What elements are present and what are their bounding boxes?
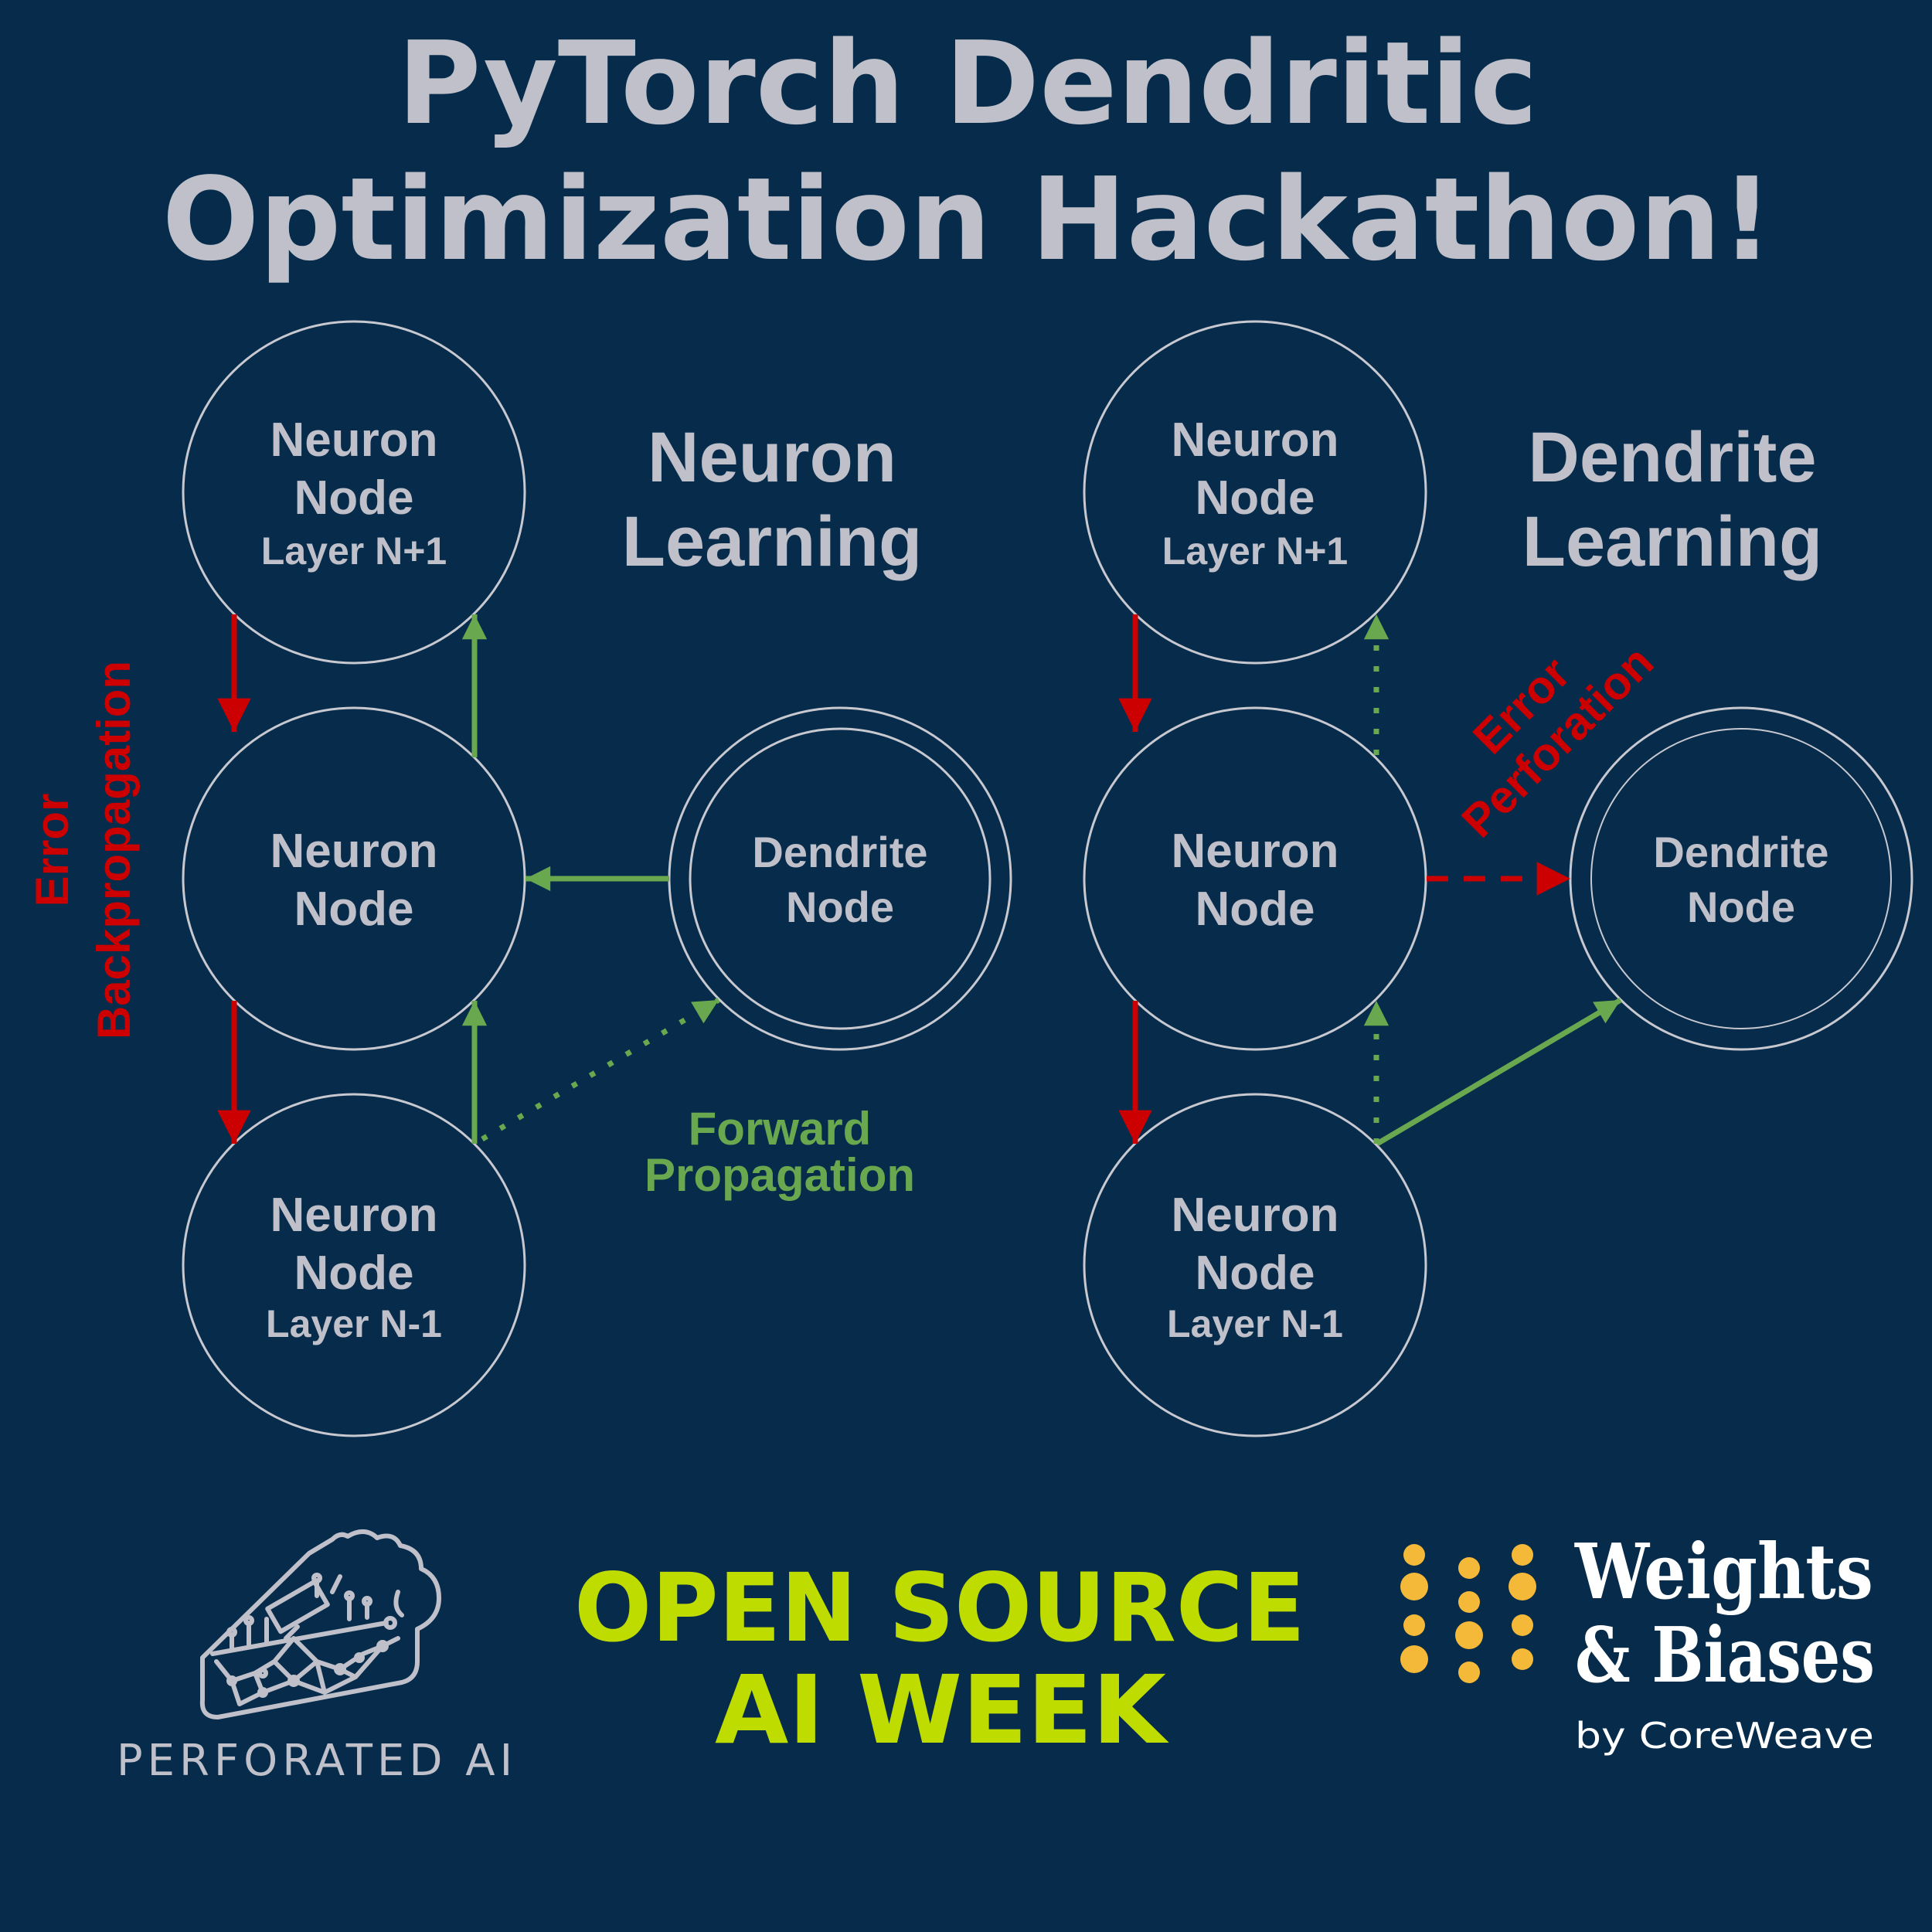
forward-to-dendrite-arrow [1376, 997, 1622, 1147]
dendrite-learning-panel: Dendrite Learning Neuron Node Layer N+1 … [1083, 320, 1913, 1437]
perforated-ai-logo: PERFORATED AI [117, 1529, 517, 1786]
svg-text:Backpropagation: Backpropagation [88, 661, 140, 1039]
dendrite-node-label: Dendrite Node [752, 828, 927, 931]
title-line-2: Optimization Hackathon! [162, 153, 1774, 286]
neuron-node-middle [1083, 706, 1427, 1051]
svg-text:Node: Node [1196, 883, 1315, 936]
neuron-node-bottom-label: Neuron Node Layer N-1 [266, 1189, 442, 1345]
svg-text:Dendrite: Dendrite [752, 828, 927, 876]
neuron-node-top-label: Neuron Node Layer N+1 [261, 413, 447, 573]
ai-week-text: AI WEEK [715, 1655, 1169, 1765]
weights-text: Weights [1574, 1528, 1873, 1617]
svg-text:Node: Node [294, 471, 414, 525]
svg-text:Forward: Forward [689, 1103, 872, 1155]
dotted-forward-to-dendrite-arrow [481, 997, 720, 1142]
svg-text:Neuron: Neuron [1172, 413, 1339, 467]
neuron-learning-panel: Neuron Learning Error Backpropagation Ne… [26, 320, 1012, 1437]
neuron-node-layer-n-minus-1 [182, 1093, 526, 1437]
svg-text:Neuron: Neuron [270, 825, 438, 878]
dot-grid-icon [1400, 1544, 1536, 1683]
dendrite-node-outer-ring [1569, 706, 1913, 1051]
svg-text:Node: Node [294, 1247, 414, 1300]
svg-text:Layer N+1: Layer N+1 [1162, 529, 1348, 573]
neuron-learning-heading-line-2: Learning [622, 502, 922, 581]
coreweave-tagline: by CoreWeave [1575, 1715, 1874, 1757]
svg-text:Neuron: Neuron [270, 413, 438, 467]
svg-text:Layer N-1: Layer N-1 [266, 1302, 442, 1345]
biases-text: & Biases [1575, 1611, 1875, 1700]
neuron-node-middle-label: Neuron Node [270, 825, 438, 936]
dendrite-node-inner-ring [1590, 728, 1892, 1029]
neuron-node-layer-n-plus-1 [182, 320, 526, 665]
perforated-ai-wordmark: PERFORATED AI [117, 1736, 517, 1786]
open-source-text: OPEN SOURCE [574, 1553, 1305, 1663]
weights-and-biases-logo: Weights & Biases by CoreWeave [1400, 1528, 1875, 1757]
svg-text:Neuron: Neuron [270, 1189, 438, 1242]
svg-text:Node: Node [294, 883, 414, 936]
dendrite-node-outer-ring [668, 706, 1012, 1051]
svg-text:Neuron: Neuron [1172, 1189, 1339, 1242]
dendrite-node-inner-ring [689, 727, 992, 1030]
dendrite-node-label: Dendrite Node [1653, 828, 1828, 931]
forward-propagation-label: Forward Propagation [645, 1103, 915, 1201]
dendrite-learning-heading-line-1: Dendrite [1528, 418, 1816, 497]
svg-text:Node: Node [1196, 1247, 1315, 1300]
page-title: PyTorch Dendritic Optimization Hackathon… [162, 17, 1774, 286]
title-line-1: PyTorch Dendritic [397, 17, 1538, 150]
svg-text:Layer N+1: Layer N+1 [261, 529, 447, 573]
svg-text:Layer N-1: Layer N-1 [1167, 1302, 1343, 1345]
open-source-ai-week-logo: OPEN SOURCE AI WEEK [574, 1553, 1305, 1765]
svg-text:Node: Node [1196, 471, 1315, 525]
neuron-learning-heading-line-1: Neuron [648, 418, 896, 497]
neuron-node-middle-label: Neuron Node [1172, 825, 1339, 936]
dendrite-learning-heading-line-2: Learning [1522, 502, 1822, 581]
svg-text:Propagation: Propagation [645, 1149, 915, 1201]
svg-text:Node: Node [1687, 883, 1795, 931]
svg-text:Node: Node [786, 883, 894, 931]
error-backpropagation-label: Error Backpropagation [26, 661, 140, 1039]
svg-text:Neuron: Neuron [1172, 825, 1339, 878]
svg-text:Dendrite: Dendrite [1653, 828, 1828, 876]
neuron-node-bottom-label: Neuron Node Layer N-1 [1167, 1189, 1343, 1345]
svg-text:Error: Error [26, 794, 78, 907]
neuron-node-layer-n-plus-1 [1083, 320, 1427, 665]
neuron-node-layer-n-minus-1 [1083, 1093, 1427, 1437]
neuron-node-top-label: Neuron Node Layer N+1 [1162, 413, 1348, 573]
pie-slice-circuit-icon [199, 1529, 441, 1719]
error-perforation-label: Error Perforation [1452, 636, 1664, 848]
neuron-node-middle [182, 706, 526, 1051]
